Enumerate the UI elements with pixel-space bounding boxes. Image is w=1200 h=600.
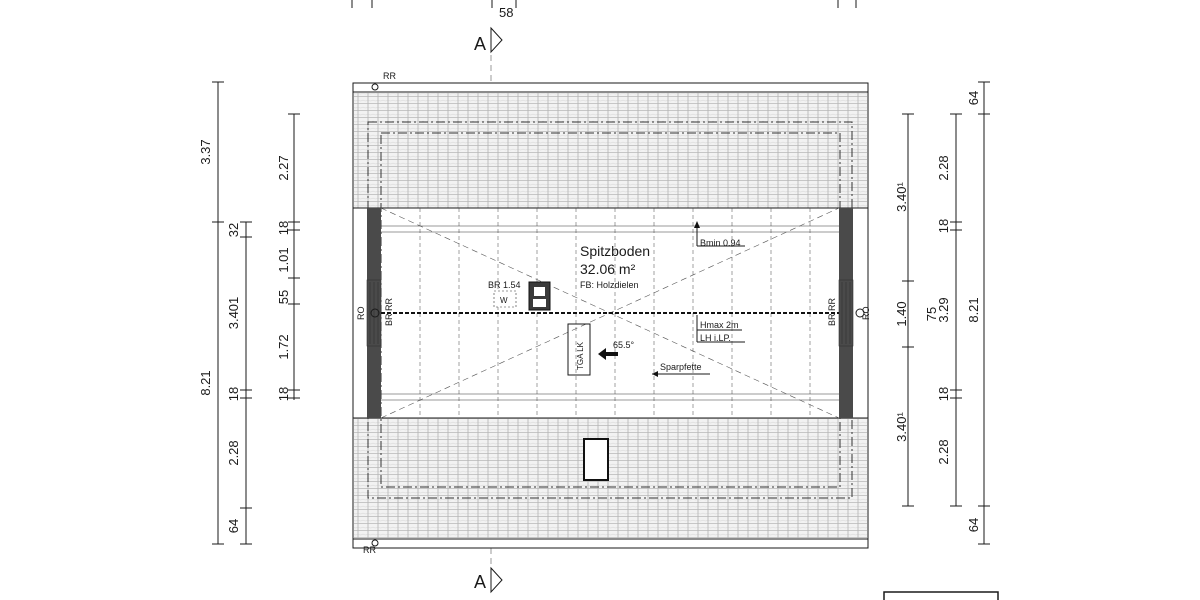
right-outer-dimensions: 64 8.21 64 — [966, 91, 981, 532]
brrr-left-label: BR RR — [384, 297, 394, 326]
top-dimension-label: 58 — [499, 5, 513, 20]
right-dim-2-28a: 2.28 — [936, 155, 951, 180]
left-dim-18c: 18 — [276, 387, 291, 401]
bmin-annotation — [694, 221, 745, 247]
left-inner-dimensions: 2.27 18 1.01 55 1.72 18 — [276, 155, 291, 401]
section-marker-top: A — [474, 26, 503, 82]
slope-arrow-icon — [598, 348, 618, 360]
left-dim-8-21: 8.21 — [198, 370, 213, 395]
gutter-outlet-bottom-icon — [371, 539, 379, 547]
downpipe-right-icon — [855, 308, 865, 318]
right-dim-64b: 64 — [966, 518, 981, 532]
knee-wall-right — [838, 208, 854, 418]
gutter-outlet-top-icon — [371, 83, 379, 91]
purlin-lines — [381, 225, 839, 401]
left-dim-2-27: 2.27 — [276, 155, 291, 180]
room-name: Spitzboden — [580, 243, 650, 259]
left-dim-2-28: 2.28 — [226, 440, 241, 465]
right-dim-18b: 18 — [936, 387, 951, 401]
section-marker-bottom-label: A — [474, 572, 486, 592]
sparpfette-annotation — [652, 371, 710, 377]
roof-tiles-bottom — [354, 418, 867, 538]
right-dim-3-40b: 3.40¹ — [894, 412, 909, 442]
left-dimension-lines — [212, 81, 300, 545]
left-middle-dimensions: 32 3.401 18 2.28 64 — [226, 223, 241, 533]
ro-right-label: RO — [861, 307, 871, 321]
roof-tiles-top — [354, 93, 867, 208]
right-dim-3-40a: 3.40¹ — [894, 182, 909, 212]
slope-angle-label: 65.5° — [613, 340, 635, 350]
tga-box: TGA LK — [567, 323, 591, 376]
room-floor: FB: Holzdielen — [580, 280, 639, 290]
hmax-label: Hmax 2m — [700, 320, 739, 330]
roof-window — [583, 438, 609, 481]
right-dim-8-21: 8.21 — [966, 297, 981, 322]
right-dim-75: 75 — [924, 307, 939, 321]
left-dim-18a: 18 — [226, 387, 241, 401]
right-dim-18a: 18 — [936, 219, 951, 233]
ro-left-label: RO — [356, 307, 366, 321]
brrr-right-label: BR RR — [827, 297, 837, 326]
gutter-label-top: RR — [383, 71, 396, 81]
title-block-corner — [883, 591, 999, 600]
chimney — [528, 281, 551, 311]
left-dim-3-401: 3.401 — [226, 297, 241, 330]
hmax-annotation — [696, 315, 745, 343]
right-dim-3-29: 3.29 — [936, 297, 951, 322]
right-dim-1-40: 1.40 — [894, 301, 909, 326]
left-dim-1-72: 1.72 — [276, 334, 291, 359]
left-dim-64: 64 — [226, 519, 241, 533]
right-dim-2-28b: 2.28 — [936, 439, 951, 464]
section-marker-top-label: A — [474, 34, 486, 54]
left-dim-18b: 18 — [276, 221, 291, 235]
left-dim-32: 32 — [226, 223, 241, 237]
gutter-label-bottom: RR — [363, 545, 376, 555]
bmin-label: Bmin 0.94 — [700, 238, 741, 248]
top-scale-ticks — [351, 0, 857, 8]
w-symbol: W — [500, 296, 508, 305]
left-dim-3-37: 3.37 — [198, 139, 213, 164]
left-outer-dimensions: 3.37 8.21 — [198, 139, 213, 395]
right-dim-64a: 64 — [966, 91, 981, 105]
br-label: BR 1.54 — [488, 280, 521, 290]
room-area: 32.06 m² — [580, 261, 636, 277]
br-opening: W — [493, 290, 517, 308]
left-dim-55: 55 — [276, 290, 291, 304]
downpipe-left-icon — [370, 308, 380, 318]
sparpfette-label: Sparpfette — [660, 362, 702, 372]
right-inner-dimensions: 3.40¹ 1.40 3.40¹ — [894, 182, 909, 442]
right-dimension-lines — [902, 81, 990, 545]
lh-label: LH i.LP. — [700, 333, 731, 343]
right-middle-dimensions: 2.28 18 3.29 18 2.28 — [936, 155, 951, 464]
tga-label: TGA LK — [576, 341, 585, 370]
section-marker-bottom: A — [474, 548, 503, 594]
roof-outline — [352, 82, 869, 549]
left-dim-1-01: 1.01 — [276, 247, 291, 272]
